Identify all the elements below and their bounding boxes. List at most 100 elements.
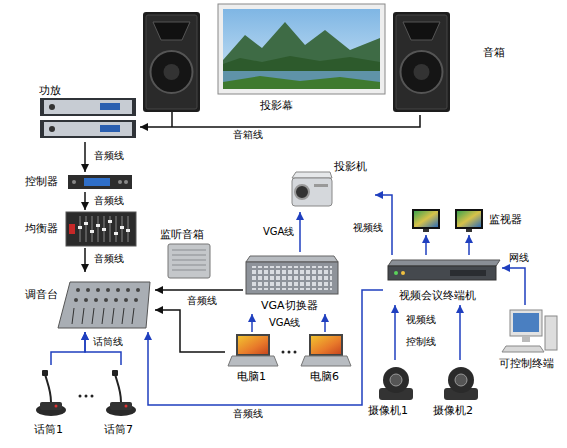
pc-terminal	[510, 310, 542, 336]
signal-cable	[155, 289, 243, 291]
speaker-left	[164, 64, 180, 80]
microphone-1	[36, 370, 66, 416]
device-node: 电脑1	[225, 332, 279, 385]
laptop-6	[301, 334, 351, 366]
pc-terminal	[513, 313, 539, 332]
laptop-6	[309, 334, 343, 356]
amplifier	[40, 98, 136, 138]
mixer-device	[126, 288, 130, 292]
speaker-right	[414, 64, 430, 80]
conference-terminal-device	[450, 270, 486, 276]
cable-label: 音频线	[186, 295, 218, 307]
mixer-device	[92, 308, 94, 324]
device-label: 监听音箱	[160, 228, 204, 241]
equalizer-device	[108, 220, 112, 223]
monitor-speaker	[172, 255, 206, 256]
device-label: 摄像机2	[433, 404, 473, 417]
signal-cable	[324, 314, 326, 332]
mixer-device	[58, 282, 150, 328]
device-node: 话筒1	[28, 365, 74, 438]
monitor-speaker	[172, 265, 206, 266]
monitor-screens	[455, 209, 483, 229]
conference-terminal-device	[388, 266, 496, 280]
equalizer-device	[84, 222, 88, 225]
device-label: 电脑1	[237, 370, 266, 383]
cable-label-holder: 网线	[508, 252, 530, 264]
amplifier	[44, 122, 132, 136]
signal-cable	[394, 305, 396, 360]
vga-switcher-device	[246, 256, 338, 294]
cable-label-holder: 音频线	[93, 253, 125, 265]
monitor-screens	[466, 229, 472, 232]
cable-label-holder: 话筒线	[92, 336, 124, 348]
camera-1	[383, 367, 409, 393]
speaker-right	[403, 22, 440, 40]
device-label: 调音台	[25, 288, 58, 301]
laptop-6	[301, 356, 351, 366]
camera-2	[448, 367, 474, 393]
cable-label: 音频线	[93, 253, 125, 265]
cable-label-holder: 视频线	[352, 222, 384, 234]
mixer-device	[82, 308, 84, 324]
microphone-7	[110, 402, 132, 410]
device-node: 控制器	[25, 172, 135, 192]
equalizer-device	[66, 212, 136, 246]
microphone-7	[106, 370, 136, 416]
device-label: 电脑6	[310, 370, 339, 383]
cable-label: 音频线	[93, 150, 125, 162]
amplifier	[49, 126, 55, 132]
equalizer-device	[120, 226, 124, 229]
mixer-device	[72, 308, 134, 324]
microphone-7	[115, 374, 121, 402]
mixer-device	[74, 288, 140, 302]
monitor-speaker	[172, 270, 206, 271]
device-node: 摄像机2	[430, 360, 490, 419]
cable-label: 音箱线	[232, 129, 264, 141]
speaker-right	[396, 15, 447, 109]
vga-switcher-device	[246, 262, 338, 294]
speaker-left	[151, 51, 193, 93]
cable-label: 音频线	[232, 408, 264, 420]
mixer-device	[96, 288, 100, 292]
equalizer-device	[86, 216, 87, 242]
signal-cable	[155, 310, 225, 352]
signal-cable	[140, 115, 420, 127]
controller-device	[84, 178, 110, 186]
mixer-device	[76, 288, 80, 292]
speaker-wire	[171, 112, 173, 127]
device-label: 可控制终端	[499, 357, 554, 370]
laptop-1	[238, 336, 268, 354]
controller-device	[68, 175, 132, 189]
projector-device	[314, 184, 328, 187]
controller-device	[68, 175, 132, 189]
device-node: 电脑6	[298, 332, 352, 385]
mixer-device	[94, 298, 98, 302]
device-label: 均衡器	[25, 222, 58, 235]
connector-layer	[51, 115, 525, 405]
monitor-screens	[412, 209, 440, 229]
projector-device	[292, 172, 332, 206]
equalizer-device	[110, 216, 111, 242]
monitor-screens	[412, 209, 483, 232]
device-node: 视频会议终端机	[383, 255, 502, 305]
cable-label: VGA线	[262, 226, 295, 238]
monitor-speaker	[172, 260, 206, 261]
amplifier	[44, 100, 132, 114]
mixer-device	[132, 308, 134, 324]
microphone-1	[45, 374, 51, 402]
conference-terminal-device	[394, 271, 398, 275]
ellipsis-dots	[288, 351, 291, 354]
device-label: 话筒7	[104, 423, 133, 436]
monitor-screens	[457, 211, 481, 227]
signal-cable	[84, 248, 86, 272]
equalizer-device	[78, 220, 130, 235]
speaker-right	[401, 51, 443, 93]
mixer-device	[84, 298, 88, 302]
mixer-device	[74, 298, 78, 302]
equalizer-device	[90, 230, 94, 233]
amplifier	[49, 104, 55, 110]
microphone-1	[40, 402, 62, 410]
monitor-screens	[423, 229, 429, 232]
